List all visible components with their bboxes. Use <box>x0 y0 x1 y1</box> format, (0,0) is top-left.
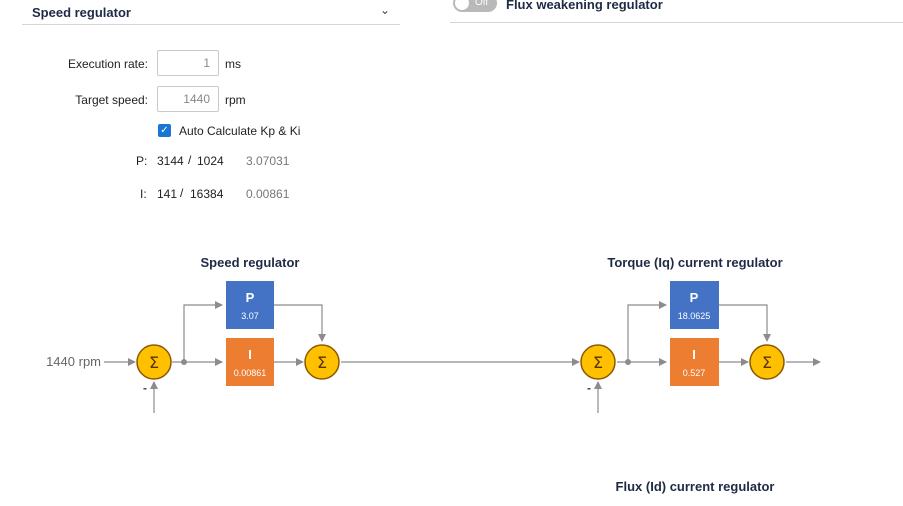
execution-rate-input[interactable] <box>157 50 219 76</box>
speed-i-block: I 0.00861 <box>226 338 274 386</box>
regulator-block-diagram: Speed regulator Torque (Iq) current regu… <box>46 255 821 494</box>
svg-text:3.07: 3.07 <box>241 311 259 321</box>
i-denominator: 16384 <box>190 187 224 201</box>
speed-output-sum-node: Σ <box>304 344 340 380</box>
target-speed-input[interactable] <box>157 86 219 112</box>
svg-text:Σ: Σ <box>149 353 159 372</box>
svg-text:Σ: Σ <box>317 353 327 372</box>
speed-error-sum-node: Σ <box>136 344 172 380</box>
i-computed-value: 0.00861 <box>246 187 290 201</box>
torque-regulator-diagram-title: Torque (Iq) current regulator <box>607 255 782 270</box>
input-speed-label: 1440 rpm <box>46 354 101 369</box>
svg-text:0.527: 0.527 <box>683 368 706 378</box>
svg-text:I: I <box>692 347 696 362</box>
svg-text:P: P <box>246 290 255 305</box>
svg-text:P: P <box>690 290 699 305</box>
target-speed-label: Target speed: <box>75 93 148 107</box>
target-speed-unit: rpm <box>225 93 246 107</box>
svg-text:Σ: Σ <box>762 353 772 372</box>
p-slash: / <box>188 153 192 167</box>
speed-regulator-wires <box>104 301 580 413</box>
p-computed-value: 3.07031 <box>246 154 290 168</box>
speed-regulator-diagram-title: Speed regulator <box>201 255 300 270</box>
svg-text:Σ: Σ <box>593 353 603 372</box>
speed-regulator-header[interactable]: Speed regulator ⌄ <box>22 0 400 25</box>
speed-branch-dot <box>181 359 187 365</box>
p-label: P: <box>136 154 148 168</box>
flux-weakening-header: Off Flux weakening regulator <box>450 0 903 23</box>
auto-calculate-label: Auto Calculate Kp & Ki <box>179 124 301 138</box>
chevron-down-icon[interactable]: ⌄ <box>379 3 390 17</box>
speed-minus-sign: - <box>143 381 147 395</box>
speed-p-block: P 3.07 <box>226 281 274 329</box>
p-numerator: 3144 <box>157 154 184 168</box>
flux-weakening-toggle[interactable]: Off <box>453 0 497 12</box>
i-slash: / <box>180 186 184 200</box>
torque-p-block: P 18.0625 <box>670 281 719 329</box>
svg-text:I: I <box>248 347 252 362</box>
torque-i-block: I 0.527 <box>670 338 719 386</box>
execution-rate-unit: ms <box>225 57 241 71</box>
svg-text:0.00861: 0.00861 <box>234 368 267 378</box>
execution-rate-label: Execution rate: <box>67 57 148 71</box>
toggle-label: Off <box>475 0 489 8</box>
toggle-knob <box>455 0 469 10</box>
p-denominator: 1024 <box>197 154 224 168</box>
speed-regulator-title: Speed regulator <box>32 5 131 20</box>
i-label: I: <box>140 187 147 201</box>
torque-error-sum-node: Σ <box>580 344 616 380</box>
i-numerator: 141 <box>157 187 178 201</box>
auto-calculate-checkbox[interactable]: ✓ <box>158 124 171 137</box>
torque-output-sum-node: Σ <box>749 344 785 380</box>
svg-text:18.0625: 18.0625 <box>678 311 711 321</box>
flux-regulator-diagram-title: Flux (Id) current regulator <box>616 479 775 494</box>
torque-branch-dot <box>625 359 631 365</box>
torque-minus-sign: - <box>587 381 591 395</box>
flux-weakening-title: Flux weakening regulator <box>506 0 663 12</box>
